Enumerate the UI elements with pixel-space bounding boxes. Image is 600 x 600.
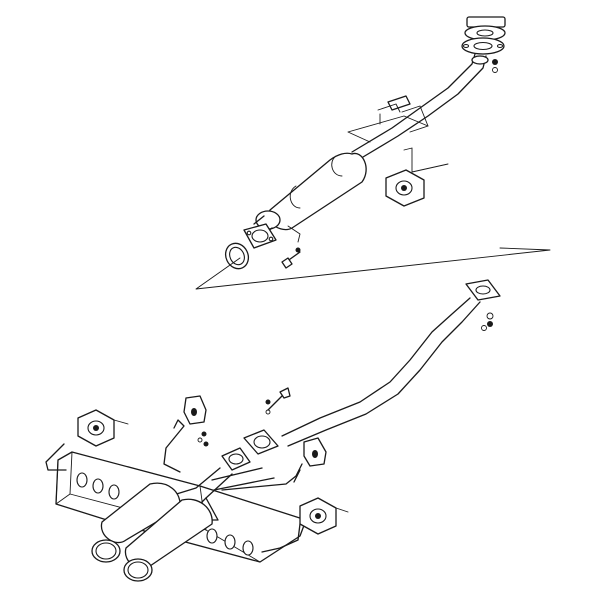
mid-pipe (281, 297, 481, 447)
guide-lines-upper (347, 115, 449, 173)
front-gasket-stack (461, 16, 506, 73)
resonator-flange (243, 223, 301, 249)
flange-bolt (281, 247, 301, 269)
mid-flange (221, 429, 279, 471)
hanger-rod-center (163, 419, 185, 473)
rubber-hanger-upper (385, 169, 425, 207)
rubber-hanger-lower-right (261, 497, 349, 553)
mid-pipe-inlet-flange (465, 279, 501, 331)
rubber-hanger-left (45, 409, 129, 471)
rubber-hanger-right (221, 437, 327, 491)
dual-tailpipe-tips (91, 482, 213, 582)
front-pipe (351, 53, 489, 161)
center-resonator (253, 152, 367, 237)
mid-flange-bolt (197, 387, 291, 447)
flange-gasket-ring (224, 242, 250, 270)
section-divider-line (195, 247, 551, 290)
rubber-hanger-center (183, 395, 207, 425)
front-flange (377, 95, 429, 133)
